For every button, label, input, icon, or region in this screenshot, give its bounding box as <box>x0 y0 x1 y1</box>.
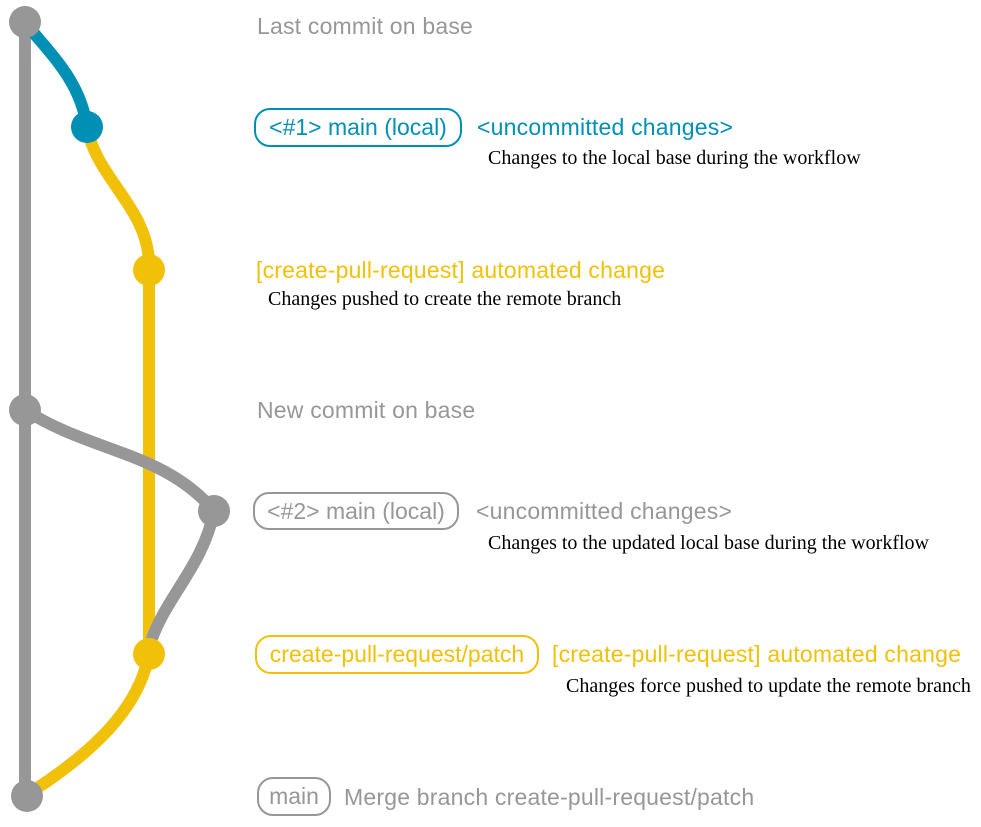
commit-main-local-2 <box>198 495 230 527</box>
note-updated-local-base-changes: Changes to the updated local base during… <box>488 532 929 554</box>
branch-tag-main-local-1: <#1> main (local) <box>254 108 462 147</box>
commit-message-automated-change-2: [create-pull-request] automated change <box>552 641 962 667</box>
commit-merge-branch <box>11 780 43 812</box>
base-update-rebase-curve <box>19 404 220 517</box>
commit-main-local-1 <box>71 111 103 143</box>
branch-tag-main-local-1-label: <#1> main (local) <box>269 114 447 140</box>
branch-tag-main: main <box>257 777 331 816</box>
branch-tag-main-label: main <box>269 783 319 809</box>
note-force-pushed-update: Changes force pushed to update the remot… <box>566 675 971 697</box>
branch-tag-main-local-2: <#2> main (local) <box>253 492 459 530</box>
local-main-branch-out-curve <box>19 16 93 133</box>
branch-tag-main-local-2-label: <#2> main (local) <box>267 497 445 524</box>
branch-tag-create-pull-request-patch: create-pull-request/patch <box>255 635 539 674</box>
commit-message-merge-branch: Merge branch create-pull-request/patch <box>344 784 755 810</box>
patch-branch-line <box>81 121 155 660</box>
commit-message-uncommitted-changes-2: <uncommitted changes> <box>476 498 733 524</box>
commit-automated-change-2 <box>133 638 165 670</box>
note-pushed-to-create: Changes pushed to create the remote bran… <box>268 288 622 310</box>
commit-automated-change-1 <box>133 254 165 286</box>
commit-message-uncommitted-changes-1: <uncommitted changes> <box>477 114 734 140</box>
patch-merge-to-base-curve <box>22 648 155 800</box>
commit-message-last-commit-on-base: Last commit on base <box>257 13 474 39</box>
note-local-base-changes: Changes to the local base during the wor… <box>488 147 861 169</box>
branch-tag-create-pull-request-patch-label: create-pull-request/patch <box>269 641 525 667</box>
commit-last-on-base <box>9 6 41 38</box>
commit-new-on-base <box>9 394 41 426</box>
local-main-to-patch-curve <box>143 505 220 654</box>
commit-message-new-commit-on-base: New commit on base <box>257 397 476 423</box>
commit-message-automated-change-1: [create-pull-request] automated change <box>256 257 666 283</box>
